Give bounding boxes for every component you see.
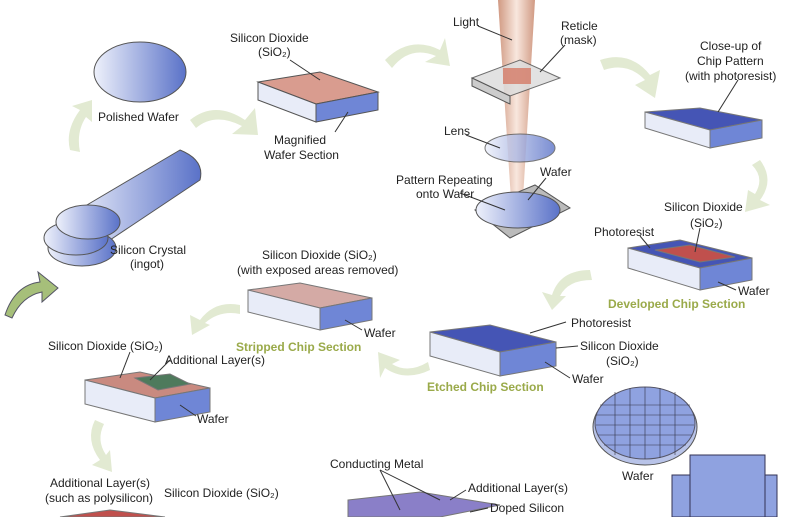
chip-pattern-closeup	[644, 107, 763, 149]
label-etch-wafer: Wafer	[572, 372, 604, 386]
label-dev-sio2-formula: (SiO₂)	[690, 216, 723, 230]
label-poly-2: (such as polysilicon)	[45, 491, 154, 505]
process-arrows	[68, 38, 770, 472]
label-poly-sio2: Silicon Dioxide (SiO₂)	[164, 486, 279, 500]
start-arrow	[4, 270, 59, 319]
magnified-wafer-section	[256, 71, 380, 123]
label-add-layers: Additional Layer(s)	[165, 353, 266, 367]
label-lens: Lens	[444, 124, 471, 138]
caption-stripped: Stripped Chip Section	[236, 340, 362, 354]
label-pattern-2: onto Wafer	[416, 187, 475, 201]
label-strip-exposed: (with exposed areas removed)	[237, 263, 399, 277]
label-etch-photoresist: Photoresist	[571, 316, 632, 330]
label-light: Light	[453, 15, 480, 29]
label-dev-wafer: Wafer	[738, 284, 770, 298]
finished-wafer	[592, 386, 698, 466]
label-add-wafer: Wafer	[197, 412, 229, 426]
label-sio2-formula: (SiO₂)	[258, 45, 291, 59]
label-strip-sio2: Silicon Dioxide (SiO₂)	[262, 248, 377, 262]
label-add-sio2: Silicon Dioxide (SiO₂)	[48, 339, 163, 353]
label-etch-sio2: Silicon Dioxide	[580, 339, 659, 353]
etched-chip-section	[429, 324, 557, 377]
label-closeup-3: (with photoresist)	[685, 69, 777, 83]
label-crystal-1: Silicon Crystal	[110, 243, 187, 257]
label-reticle: Reticle	[561, 19, 598, 33]
label-doped-silicon: Doped Silicon	[490, 501, 565, 515]
silicon-ingot	[43, 149, 202, 267]
label-wafer-litho: Wafer	[540, 165, 572, 179]
label-closeup-1: Close-up of	[700, 39, 762, 53]
lithography-stepper	[470, 0, 572, 239]
metal-section	[347, 491, 501, 517]
die-array	[671, 454, 778, 517]
polysilicon-section	[59, 509, 166, 517]
caption-etched: Etched Chip Section	[427, 380, 544, 394]
label-finished-wafer: Wafer	[622, 469, 654, 483]
label-etch-sio2-formula: (SiO₂)	[606, 354, 639, 368]
label-poly-1: Additional Layer(s)	[50, 476, 151, 490]
developed-chip-section	[627, 239, 753, 291]
label-pattern-1: Pattern Repeating	[396, 173, 493, 187]
label-strip-wafer: Wafer	[364, 326, 396, 340]
label-final-add-layers: Additional Layer(s)	[468, 481, 569, 495]
label-mask: (mask)	[560, 33, 597, 47]
polished-wafer	[93, 41, 187, 103]
label-polished-wafer: Polished Wafer	[98, 110, 179, 124]
additional-layers-section	[84, 371, 211, 423]
label-crystal-2: (ingot)	[130, 257, 165, 271]
label-sio2: Silicon Dioxide	[230, 31, 309, 45]
label-magnified: Magnified	[274, 133, 327, 147]
label-wafer-section: Wafer Section	[264, 148, 339, 162]
label-dev-photoresist: Photoresist	[594, 225, 655, 239]
leader-lines	[119, 25, 739, 513]
stripped-chip-section	[247, 282, 373, 331]
label-conducting-metal: Conducting Metal	[330, 457, 424, 471]
label-closeup-2: Chip Pattern	[697, 54, 764, 68]
label-dev-sio2: Silicon Dioxide	[664, 200, 743, 214]
caption-developed: Developed Chip Section	[608, 297, 746, 311]
